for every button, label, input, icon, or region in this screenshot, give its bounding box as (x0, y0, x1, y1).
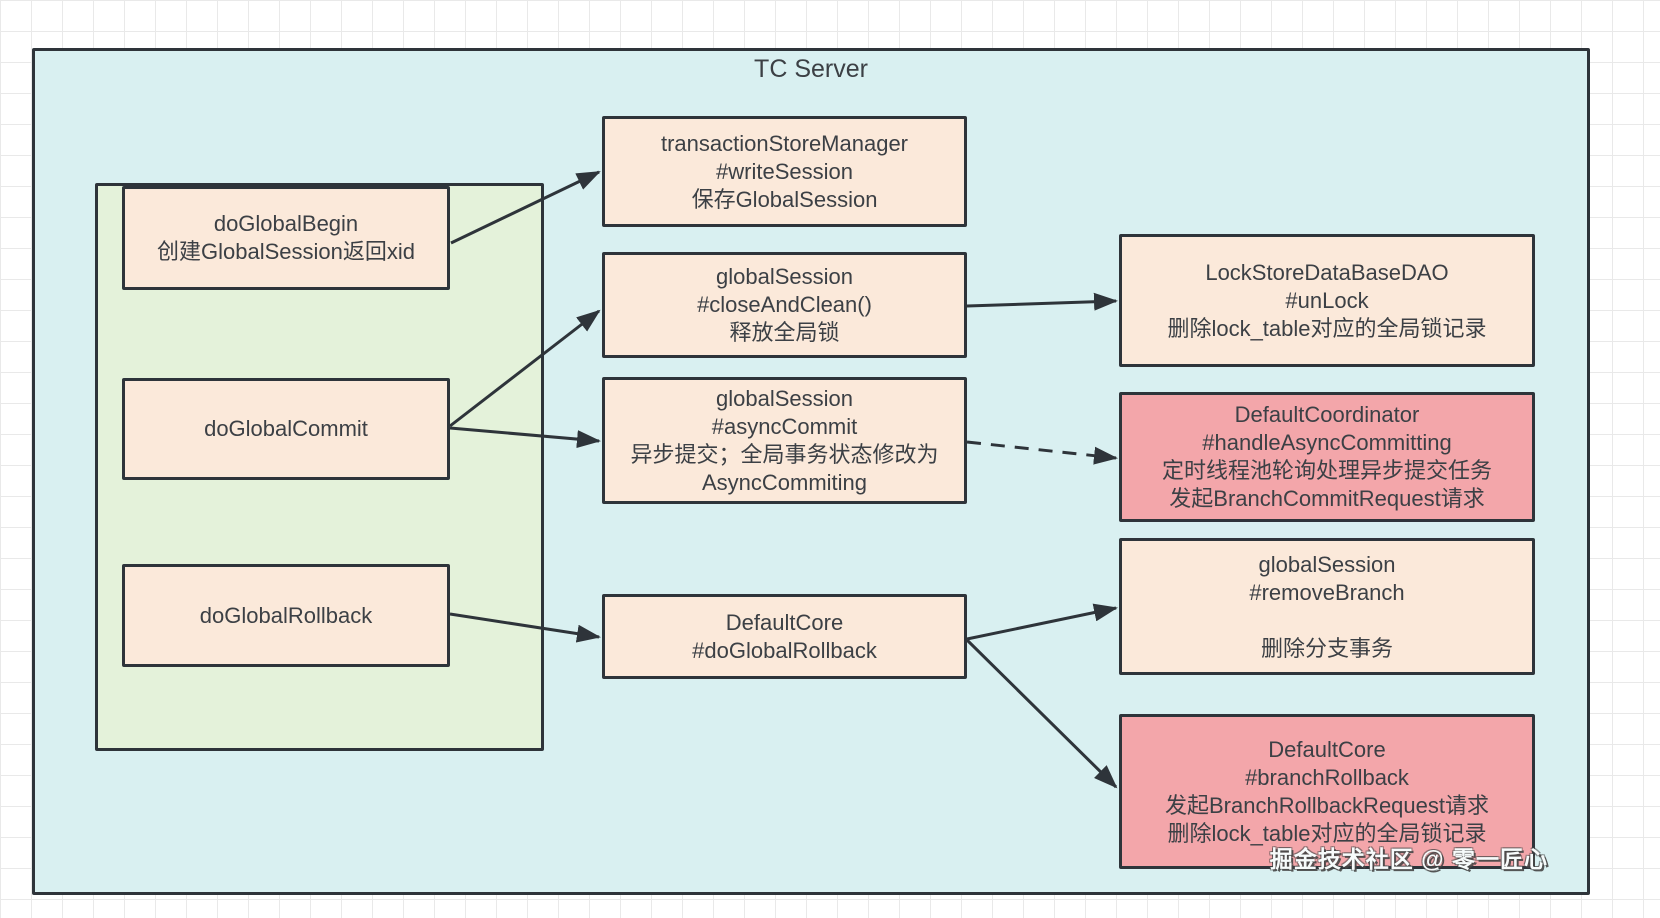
node-defaultCore-doGlobalRollback: DefaultCore #doGlobalRollback (602, 594, 967, 679)
tc-server-title: TC Server (754, 55, 868, 83)
node-line: #writeSession (716, 158, 853, 184)
node-line: 异步提交；全局事务状态修改为 (630, 441, 939, 467)
node-handleAsyncCommitting: DefaultCoordinator #handleAsyncCommittin… (1119, 392, 1535, 522)
watermark: 掘金技术社区 @ 零一匠心 (1269, 846, 1548, 872)
node-line: doGlobalBegin (213, 211, 359, 236)
node-branchRollback: DefaultCore #branchRollback 发起BranchRoll… (1119, 714, 1535, 869)
node-line: transactionStoreManager (660, 130, 909, 156)
node-line: AsyncCommiting (701, 469, 868, 495)
node-line: 定时线程池轮询处理异步提交任务 (1161, 458, 1492, 483)
node-line: 发起BranchCommitRequest请求 (1169, 486, 1485, 511)
node-line: globalSession (1258, 551, 1396, 577)
node-line: 删除分支事务 (1260, 635, 1393, 661)
node-line: doGlobalCommit (204, 416, 368, 441)
node-line (1122, 607, 1532, 635)
node-line: 保存GlobalSession (691, 186, 878, 212)
node-line: DefaultCore (1268, 736, 1386, 762)
node-line: globalSession (716, 385, 853, 411)
node-line: #branchRollback (1245, 764, 1409, 790)
node-line: 删除lock_table对应的全局锁记录 (1167, 315, 1487, 341)
node-transactionStoreManager: transactionStoreManager #writeSession 保存… (602, 116, 967, 227)
node-line: #removeBranch (1249, 579, 1405, 605)
node-line: DefaultCoordinator (1234, 402, 1420, 427)
node-removeBranch: globalSession #removeBranch 删除分支事务 (1119, 538, 1535, 675)
node-line: #unLock (1285, 287, 1369, 313)
node-line: LockStoreDataBaseDAO (1205, 259, 1449, 285)
node-asyncCommit: globalSession #asyncCommit 异步提交；全局事务状态修改… (602, 377, 967, 504)
node-line: #closeAndClean() (697, 292, 872, 317)
node-line: #doGlobalRollback (692, 637, 877, 663)
node-doGlobalCommit: doGlobalCommit (122, 378, 450, 480)
node-doGlobalBegin: doGlobalBegin 创建GlobalSession返回xid (122, 186, 450, 290)
node-line: #handleAsyncCommitting (1202, 430, 1452, 455)
node-lockStoreDataBaseDAO: LockStoreDataBaseDAO #unLock 删除lock_tabl… (1119, 234, 1535, 367)
node-closeAndClean: globalSession #closeAndClean() 释放全局锁 (602, 252, 967, 358)
node-line: 删除lock_table对应的全局锁记录 (1167, 820, 1487, 846)
node-line: globalSession (716, 264, 853, 289)
node-line: DefaultCore (725, 609, 844, 635)
node-line: doGlobalRollback (199, 602, 373, 628)
node-line: 创建GlobalSession返回xid (157, 239, 415, 264)
node-line: 发起BranchRollbackRequest请求 (1164, 792, 1490, 818)
node-line: 释放全局锁 (729, 320, 840, 345)
node-line: #asyncCommit (711, 413, 858, 439)
node-doGlobalRollback: doGlobalRollback (122, 564, 450, 667)
